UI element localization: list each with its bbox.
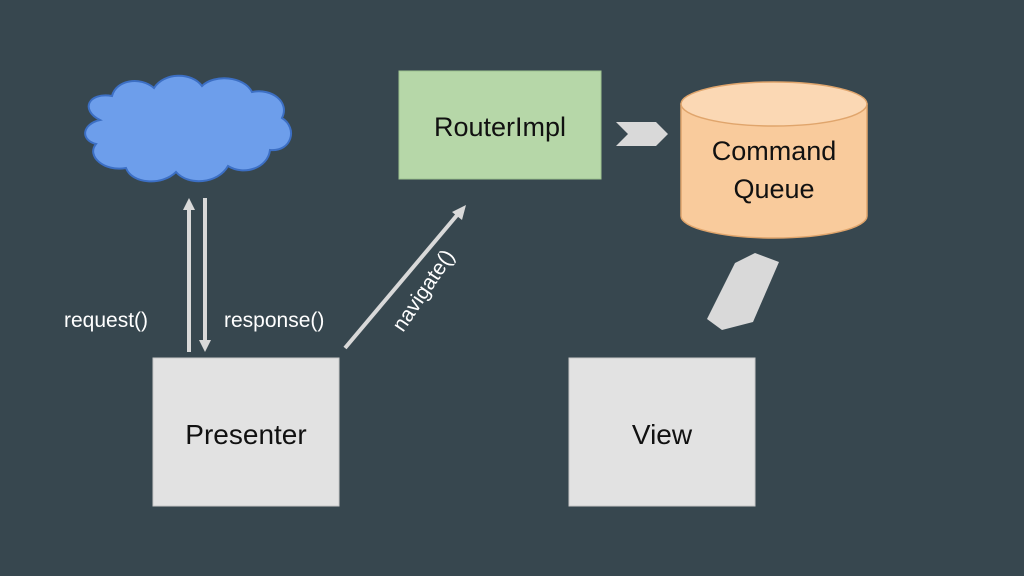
request-arrow (183, 198, 195, 352)
response-label: response() (224, 309, 325, 332)
presenter-node: Presenter (152, 357, 340, 507)
response-arrow (199, 198, 211, 352)
navigate-label: navigate() (388, 246, 459, 336)
router-impl-node: RouterImpl (398, 70, 602, 180)
request-label: request() (64, 309, 149, 332)
cloud-icon (84, 74, 292, 183)
queue-to-view-arrow (707, 253, 779, 330)
presenter-label: Presenter (185, 419, 306, 450)
view-label: View (632, 419, 693, 450)
chevron-right-icon (616, 122, 668, 146)
command-queue-label-line1: Command (712, 136, 837, 166)
command-queue-node: Command Queue (680, 81, 868, 239)
view-node: View (568, 357, 756, 507)
router-impl-label: RouterImpl (434, 112, 566, 142)
navigate-arrow (343, 205, 466, 350)
command-queue-label-line2: Queue (733, 174, 814, 204)
